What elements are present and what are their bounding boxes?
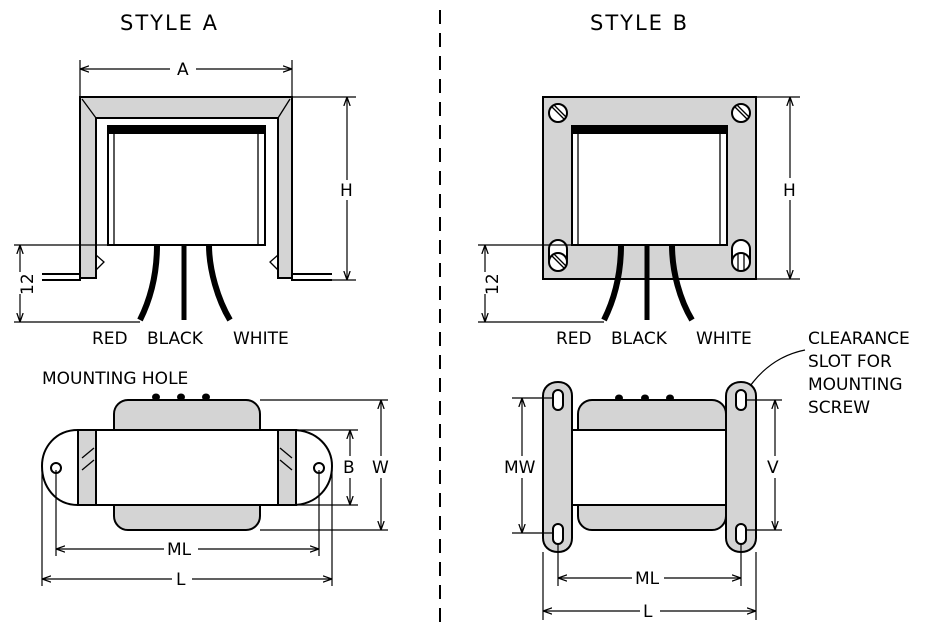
style-b-bottom-view: CLEARANCE SLOT FOR MOUNTING SCREW [504,329,910,622]
slotted-screw-icon [548,239,568,272]
clearance-label-line2: SLOT FOR [808,352,892,372]
clearance-label-line4: SCREW [808,398,870,418]
style-a-dim-l: L [176,570,186,590]
style-b-lead-black: BLACK [611,329,668,349]
style-a-dim-ml: ML [167,540,192,560]
style-a-lead-white: WHITE [233,329,289,349]
style-b-dim-h: H [783,181,796,201]
clearance-label-line3: MOUNTING [808,375,903,395]
style-a: STYLE A [14,11,389,590]
screw-icon [731,103,751,123]
style-a-title: STYLE A [120,11,219,35]
style-b-title: STYLE B [590,11,689,35]
style-a-dim-a: A [177,60,189,80]
style-a-bottom-view: MOUNTING HOLE B [40,369,389,590]
style-b-dim-ml: ML [635,569,660,589]
style-b-dim-v: V [767,458,779,478]
style-a-front-view: A H 12 RED BLACK WHITE [14,60,356,349]
style-a-lead-black: BLACK [147,329,204,349]
style-b-lead-red: RED [556,329,592,349]
style-a-dim-b: B [343,458,355,478]
style-a-dim-12: 12 [18,273,38,295]
screw-icon [548,103,568,123]
style-a-dim-w: W [372,458,389,478]
slotted-screw-icon [731,239,751,272]
style-a-lead-red: RED [92,329,128,349]
style-b-dim-l: L [643,602,653,622]
style-b-dim-mw: MW [504,458,536,478]
style-b: STYLE B [478,11,910,622]
style-b-lead-white: WHITE [696,329,752,349]
style-b-dim-12: 12 [483,273,503,295]
style-a-dim-h: H [340,181,353,201]
style-a-mounting-hole-label: MOUNTING HOLE [42,369,188,389]
clearance-label-line1: CLEARANCE [808,329,910,349]
style-b-front-view: H 12 RED BLACK WHITE [478,96,800,349]
